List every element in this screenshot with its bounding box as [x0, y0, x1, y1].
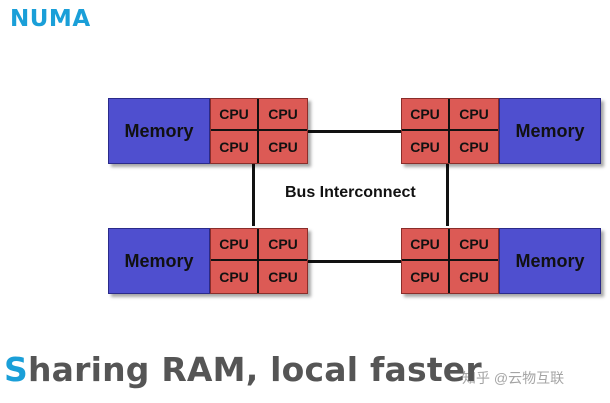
- cpu-box: CPU: [259, 99, 307, 131]
- bus-line-right: [446, 164, 449, 226]
- cpu-box: CPU: [211, 261, 259, 293]
- cpu-box: CPU: [402, 261, 450, 293]
- cpu-box: CPU: [402, 131, 450, 163]
- cpu-box: CPU: [211, 99, 259, 131]
- cpu-box: CPU: [211, 229, 259, 261]
- bus-line-top: [305, 130, 401, 133]
- memory-block: Memory: [499, 98, 601, 164]
- numa-node-bottom-right: CPU CPU CPU CPU Memory: [401, 228, 601, 294]
- footer-first-letter: S: [4, 350, 28, 389]
- slide-title: NUMA: [10, 6, 91, 32]
- bus-line-left: [252, 164, 255, 226]
- memory-block: Memory: [108, 98, 210, 164]
- memory-block: Memory: [108, 228, 210, 294]
- cpu-group: CPU CPU CPU CPU: [210, 228, 308, 294]
- cpu-box: CPU: [268, 269, 298, 285]
- cpu-box: CPU: [450, 99, 498, 131]
- numa-node-bottom-left: Memory CPU CPU CPU CPU: [108, 228, 308, 294]
- footer-text: haring RAM, local faster: [27, 350, 482, 389]
- cpu-box: CPU: [268, 139, 298, 155]
- cpu-box: CPU: [450, 229, 498, 261]
- cpu-group: CPU CPU CPU CPU: [401, 228, 499, 294]
- cpu-group: CPU CPU CPU CPU: [401, 98, 499, 164]
- cpu-box: CPU: [259, 229, 307, 261]
- cpu-box: CPU: [459, 269, 489, 285]
- bus-line-bottom: [305, 260, 401, 263]
- cpu-box: CPU: [459, 139, 489, 155]
- cpu-box: CPU: [211, 131, 259, 163]
- numa-node-top-right: CPU CPU CPU CPU Memory: [401, 98, 601, 164]
- cpu-box: CPU: [402, 99, 450, 131]
- footer-caption: Sharing RAM, local faster: [4, 350, 482, 389]
- bus-interconnect-label: Bus Interconnect: [285, 184, 416, 201]
- cpu-box: CPU: [402, 229, 450, 261]
- watermark: 知乎 @云物互联: [462, 370, 565, 386]
- memory-block: Memory: [499, 228, 601, 294]
- numa-node-top-left: Memory CPU CPU CPU CPU: [108, 98, 308, 164]
- cpu-group: CPU CPU CPU CPU: [210, 98, 308, 164]
